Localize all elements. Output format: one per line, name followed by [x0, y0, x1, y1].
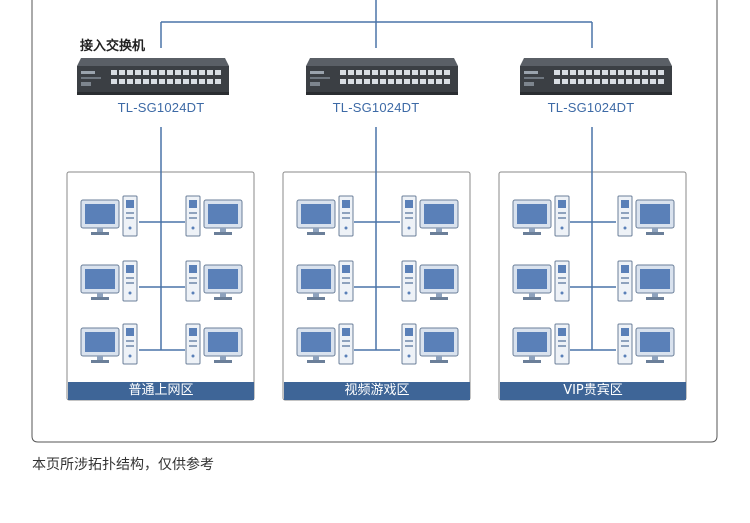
zone-1-cabling	[139, 127, 185, 351]
footnote: 本页所涉拓扑结构，仅供参考	[32, 457, 214, 473]
switch-model-label-2: TL-SG1024DT	[332, 100, 420, 115]
uplink-lines	[160, 0, 593, 48]
access-switch-label: 接入交换机	[80, 39, 146, 54]
zone-bar-2	[284, 382, 470, 400]
zone-label-video-gaming: 视频游戏区	[344, 383, 410, 398]
zone-2-cabling	[354, 127, 400, 351]
zone-3-cabling	[570, 127, 616, 351]
zone-bar-1	[68, 382, 254, 400]
zone-label-general: 普通上网区	[128, 383, 194, 398]
switch-1	[77, 58, 229, 95]
switch-2	[306, 58, 458, 95]
switch-model-label-3: TL-SG1024DT	[547, 100, 635, 115]
switch-model-label-1: TL-SG1024DT	[117, 100, 205, 115]
switch-3	[520, 58, 672, 95]
outer-frame	[31, 0, 718, 443]
zone-label-vip: VIP贵宾区	[563, 383, 623, 398]
zone-bar-3	[500, 382, 686, 400]
